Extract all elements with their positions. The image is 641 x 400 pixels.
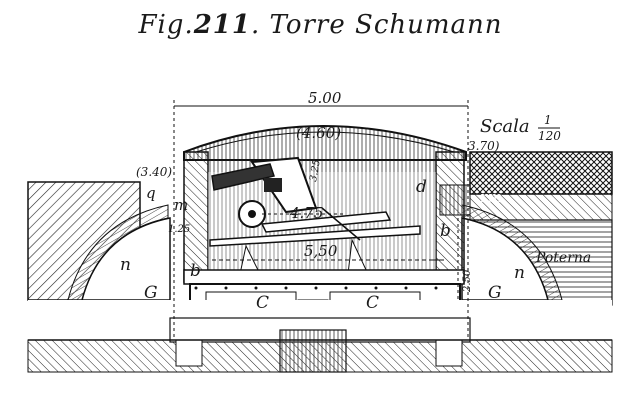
fig-title-text: . Torre Schumann <box>251 10 503 40</box>
dim-gun-height: 3.25 <box>308 159 323 183</box>
label-m: m <box>174 196 188 214</box>
left-vault-ring <box>67 204 169 301</box>
gun-trail <box>260 211 392 233</box>
dim-left-level: (3.40) <box>136 165 172 179</box>
turret-wall-right <box>435 151 465 283</box>
label-m-right: m <box>488 188 502 206</box>
turret-dome <box>183 125 467 161</box>
pivot-block <box>279 329 347 373</box>
dim-roof-height: (4.60) <box>296 124 341 142</box>
gun-barrel <box>211 163 275 191</box>
turret-platform <box>183 269 465 285</box>
dim-left-step: 1.25 <box>168 224 190 235</box>
label-d: d <box>416 177 427 197</box>
label-q: q <box>146 184 156 202</box>
fig-prefix: Fig. <box>138 10 194 40</box>
label-c-right: C <box>366 293 379 313</box>
label-c-left: C <box>256 293 269 313</box>
dim-inner-width: 5,50 <box>304 242 338 260</box>
label-g-right: G <box>488 283 502 303</box>
scale-denominator: 120 <box>538 129 561 143</box>
scale-label: Scala <box>480 116 530 137</box>
fig-number: 211 <box>193 10 251 40</box>
label-b-right: b <box>440 221 451 241</box>
dim-right-height: 2.50 <box>462 269 473 293</box>
dim-top-width: 5.00 <box>308 89 342 107</box>
rivets <box>194 286 438 290</box>
figure-title: Fig.211. Torre Schumann <box>0 10 641 40</box>
scale-numerator: 1 <box>544 113 552 127</box>
label-g-left: G <box>144 283 158 303</box>
label-n-left: n <box>120 255 131 275</box>
dim-gun-length: 4.75 <box>289 204 323 222</box>
dim-right-level: 3.70) <box>468 139 500 153</box>
gun-breech <box>264 178 282 192</box>
label-n-right: n <box>514 263 525 283</box>
label-b-left: b <box>190 261 201 281</box>
label-r: r <box>480 188 488 206</box>
label-poterna: Poterna <box>535 250 591 266</box>
